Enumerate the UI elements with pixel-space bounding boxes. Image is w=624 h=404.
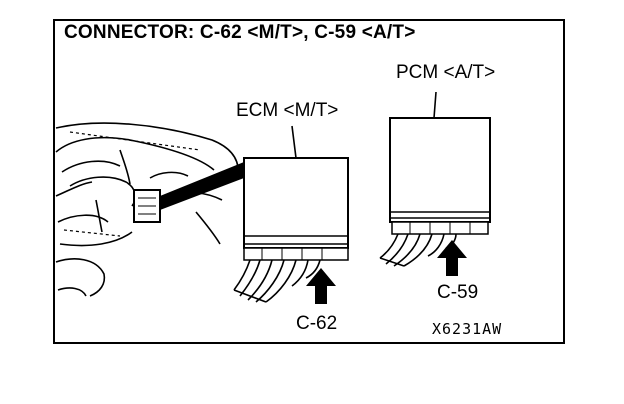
figure-code: X6231AW	[432, 320, 503, 338]
pcm-label: PCM <A/T>	[396, 62, 496, 83]
c59-arrow	[437, 240, 467, 276]
ecm-module	[243, 157, 349, 261]
diagram-title: CONNECTOR: C-62 <M/T>, C-59 <A/T>	[64, 22, 416, 43]
callout-wedge	[160, 162, 244, 210]
ecm-leader-line	[291, 125, 297, 159]
ecu-location-marker	[133, 189, 161, 223]
pcm-harness	[379, 233, 457, 267]
dashboard-hatching	[63, 131, 201, 237]
diagram-frame	[53, 19, 565, 344]
c62-arrow	[306, 268, 336, 304]
pcm-module	[389, 117, 491, 235]
c62-label: C-62	[296, 313, 338, 334]
c59-label: C-59	[437, 282, 479, 303]
ecm-harness	[233, 259, 321, 303]
pcm-leader-line	[433, 91, 437, 119]
ecm-label: ECM <M/T>	[236, 100, 339, 121]
